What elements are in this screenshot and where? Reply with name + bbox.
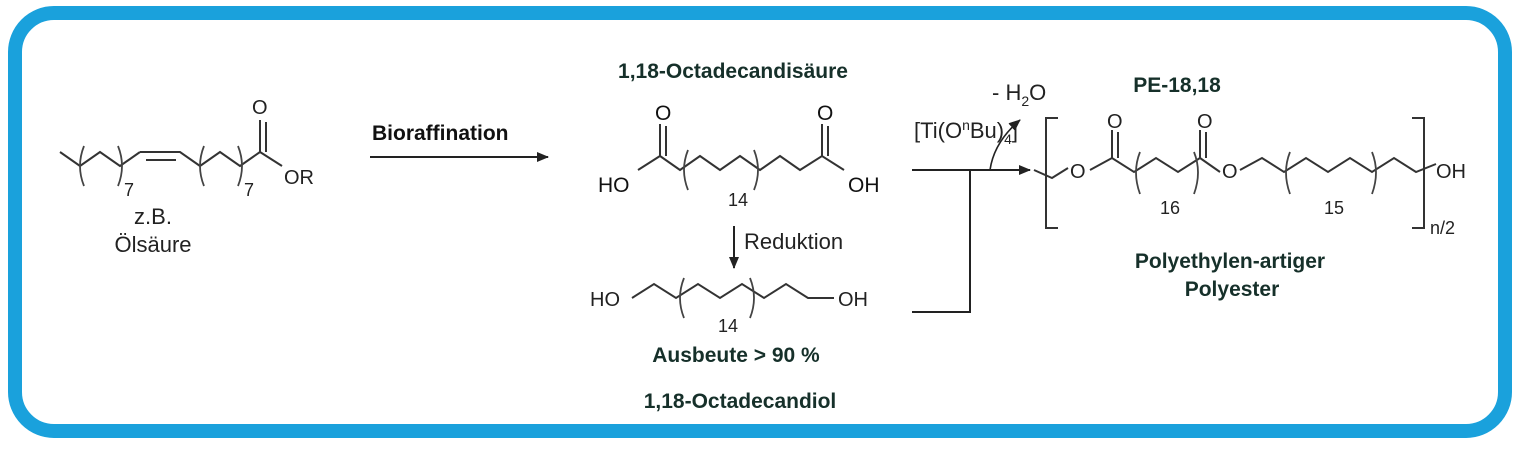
polymer-ester-O-2: O xyxy=(1222,161,1238,183)
diol-yield: Ausbeute > 90 % xyxy=(652,344,820,367)
oleic-subscript-left: 7 xyxy=(124,180,134,200)
diol-OH: OH xyxy=(838,289,868,311)
polymer-structure xyxy=(1033,117,1437,229)
polymer-repeat-16: 16 xyxy=(1160,198,1180,218)
diacid-OH: OH xyxy=(848,174,880,197)
oleic-ester-structure xyxy=(59,120,283,187)
diol-title: 1,18-Octadecandiol xyxy=(644,390,837,413)
diacid-O-right: O xyxy=(817,102,833,125)
polycondensation-connector xyxy=(912,119,1031,313)
polymer-end-OH: OH xyxy=(1436,161,1466,183)
diol-repeat: 14 xyxy=(718,316,738,336)
polymer-carbonyl-O-1: O xyxy=(1107,111,1123,133)
oleic-subscript-right: 7 xyxy=(244,180,254,200)
diacid-O-left: O xyxy=(655,102,671,125)
diol-structure xyxy=(631,277,834,319)
catalyst-label: [Ti(OnBu)4] xyxy=(914,117,1018,147)
example-label-2: Ölsäure xyxy=(114,232,191,257)
polymer-title: PE-18,18 xyxy=(1133,74,1221,97)
ester-carbonyl-O: O xyxy=(252,97,268,119)
diol-HO: HO xyxy=(590,289,620,311)
example-label-1: z.B. xyxy=(134,204,172,229)
diacid-repeat: 14 xyxy=(728,190,748,210)
diacid-title: 1,18-Octadecandisäure xyxy=(618,60,848,83)
polymer-ester-O-1: O xyxy=(1070,161,1086,183)
water-label: - H2O xyxy=(992,80,1046,109)
polymer-carbonyl-O-2: O xyxy=(1197,111,1213,133)
polymer-n: n/2 xyxy=(1430,218,1455,238)
polymer-desc-2: Polyester xyxy=(1185,278,1280,301)
diacid-structure xyxy=(637,124,845,191)
polymer-repeat-15: 15 xyxy=(1324,198,1344,218)
polymer-desc-1: Polyethylen-artiger xyxy=(1135,250,1325,273)
bioraffination-label: Bioraffination xyxy=(372,122,509,145)
reduction-label: Reduktion xyxy=(744,229,843,254)
blue-rounded-frame xyxy=(8,6,1512,438)
diacid-HO: HO xyxy=(598,174,630,197)
ester-OR: OR xyxy=(284,167,314,189)
